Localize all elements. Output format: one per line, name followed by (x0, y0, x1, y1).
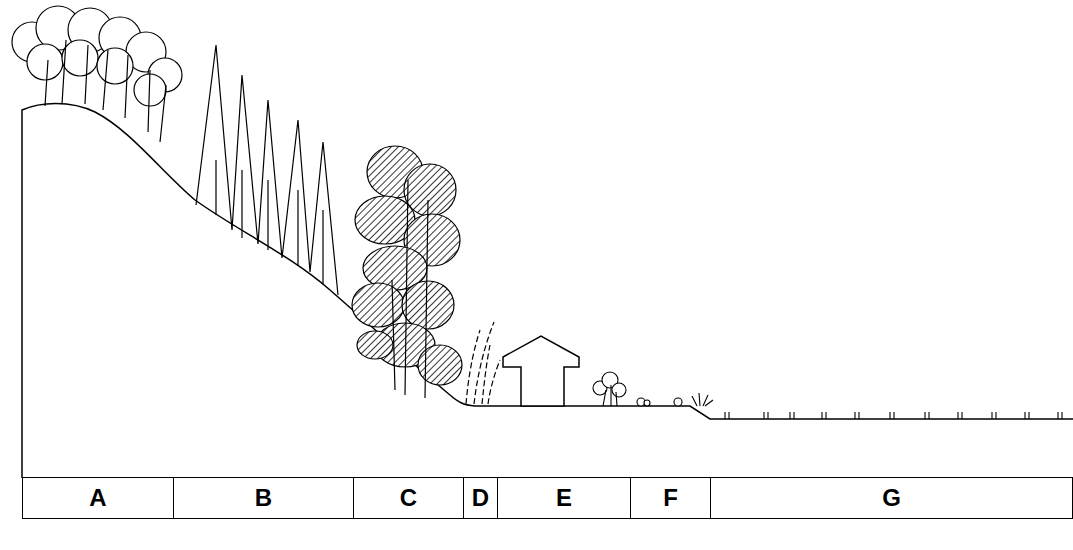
house (503, 336, 579, 406)
deciduous-trees (12, 6, 182, 142)
zone-letter: A (89, 486, 106, 510)
ground-profile (22, 104, 1073, 479)
zone-cell: A (22, 477, 174, 519)
zone-cell: F (630, 477, 711, 519)
zone-letter: C (400, 486, 417, 510)
dense-forest (352, 146, 462, 398)
reeds (466, 322, 500, 404)
conifer-trees (196, 45, 338, 295)
zone-letter: F (663, 486, 678, 510)
grassland (725, 412, 1062, 419)
zone-letter: D (472, 486, 489, 510)
zone-cell: G (710, 477, 1073, 519)
zone-cell: C (353, 477, 464, 519)
zone-cell: D (463, 477, 498, 519)
bush-stones-grass (593, 372, 713, 406)
zone-cell: E (497, 477, 631, 519)
zone-cell: B (173, 477, 354, 519)
zone-letter: B (255, 486, 272, 510)
zone-letter: G (882, 486, 901, 510)
zone-letter: E (556, 486, 572, 510)
